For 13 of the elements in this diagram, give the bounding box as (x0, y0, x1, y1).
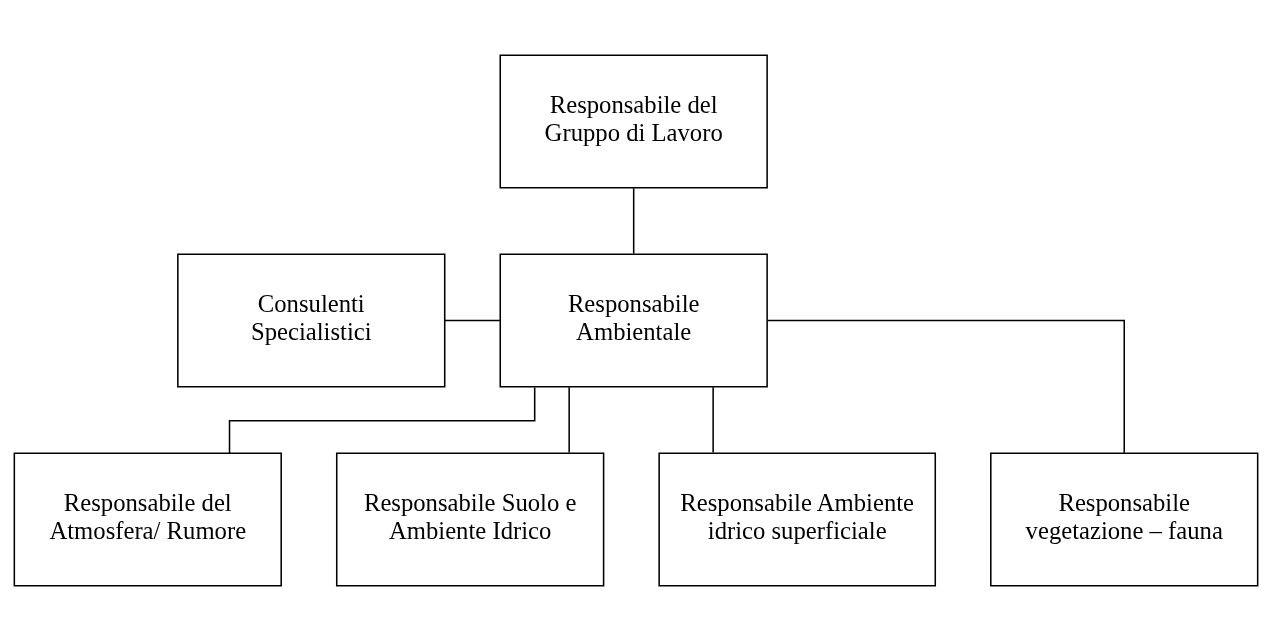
connector (568, 386, 570, 454)
node-box: Consulenti Specialistici (177, 253, 446, 388)
node-box: Responsabile del Gruppo di Lavoro (499, 54, 768, 189)
node-box: Responsabile Ambiente idrico superficiale (658, 452, 937, 587)
connector (444, 319, 501, 322)
connector (766, 319, 1125, 454)
node-box: Responsabile Ambientale (499, 253, 768, 388)
connector (712, 386, 714, 454)
node-box: Responsabile del Atmosfera/ Rumore (13, 452, 282, 587)
connector (228, 386, 536, 454)
connector (632, 187, 635, 255)
node-box: Responsabile vegetazione – fauna (990, 452, 1259, 587)
node-box: Responsabile Suolo e Ambiente Idrico (335, 452, 605, 587)
